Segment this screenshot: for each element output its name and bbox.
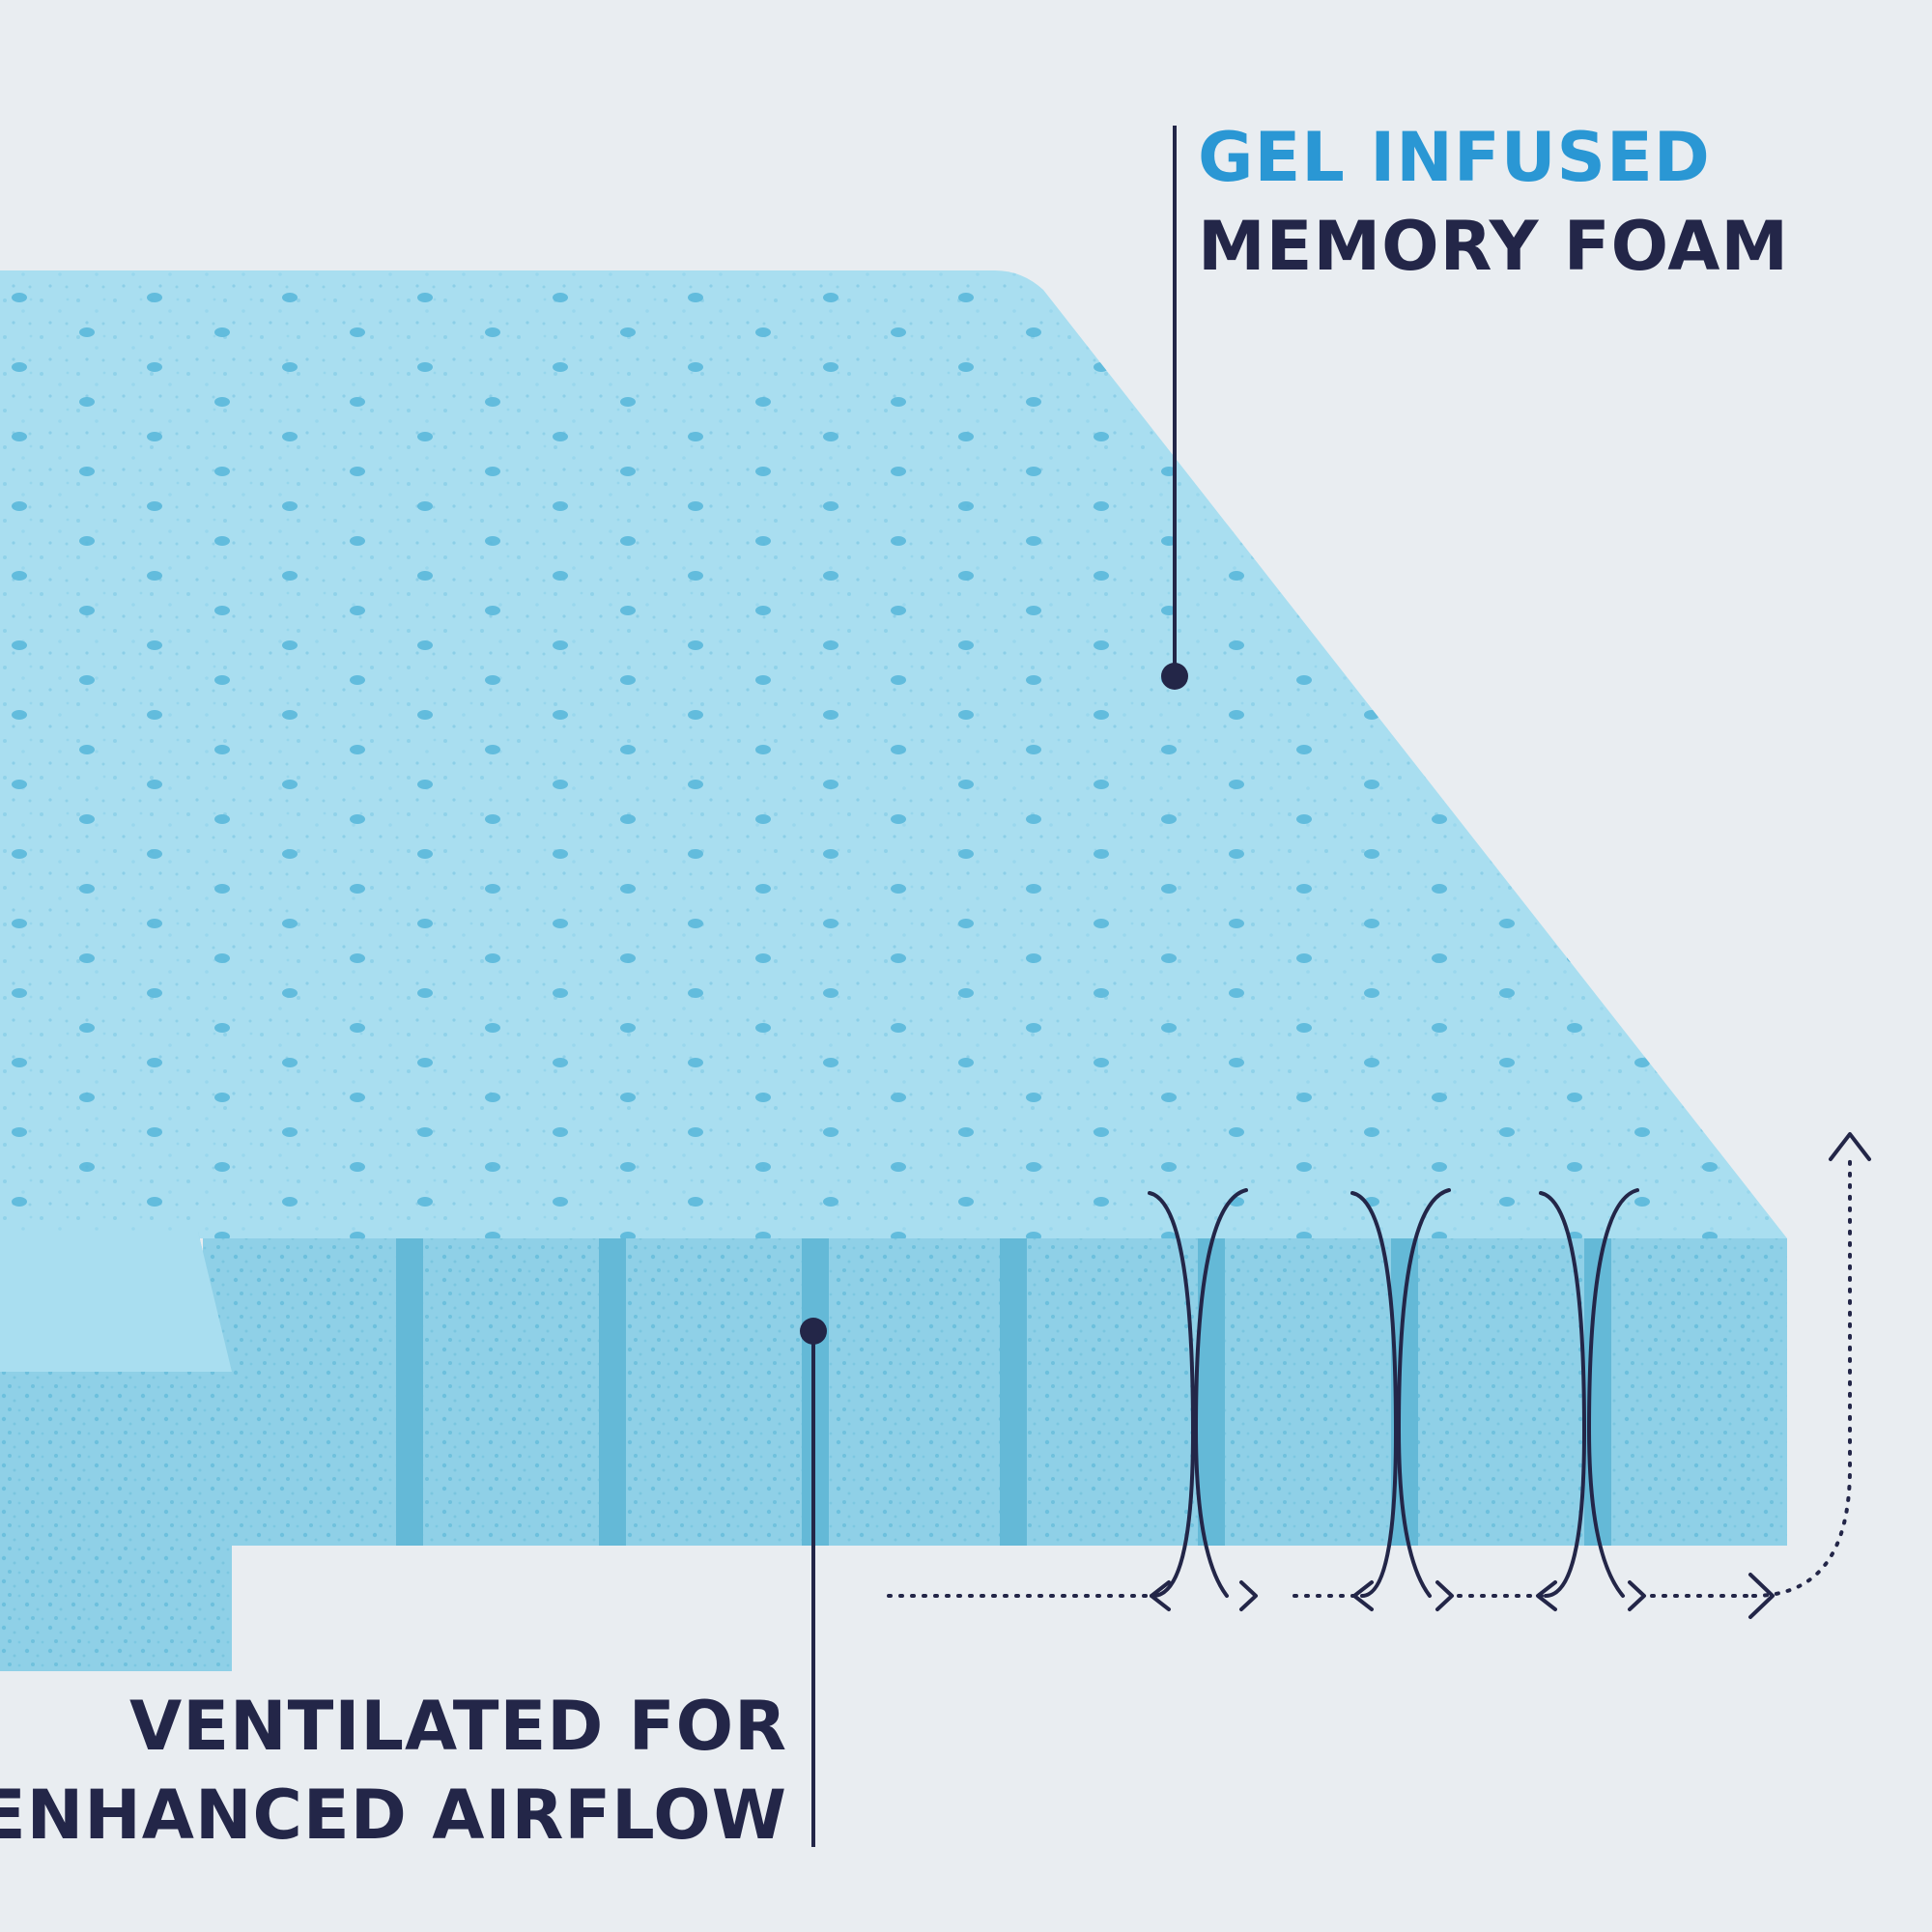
ventilation-callout-pointer (800, 1318, 827, 1847)
gel-callout-pointer (1161, 126, 1188, 690)
gel-infused-label: GEL INFUSED (1198, 118, 1711, 197)
foam-front-face (203, 1238, 1787, 1546)
memory-foam-label: MEMORY FOAM (1198, 207, 1790, 286)
airflow-arrows (887, 1132, 1871, 1619)
ventilated-label: VENTILATED FOR (129, 1687, 787, 1766)
foam-corner-cutout (0, 1232, 232, 1671)
airflow-label: ENHANCED AIRFLOW (0, 1776, 787, 1855)
gel-infused-memory-foam-callout: GEL INFUSED MEMORY FOAM (1198, 124, 1789, 301)
foam-top-surface (0, 270, 1787, 1238)
ventilation-callout: VENTILATED FOR ENHANCED AIRFLOW (0, 1692, 787, 1870)
